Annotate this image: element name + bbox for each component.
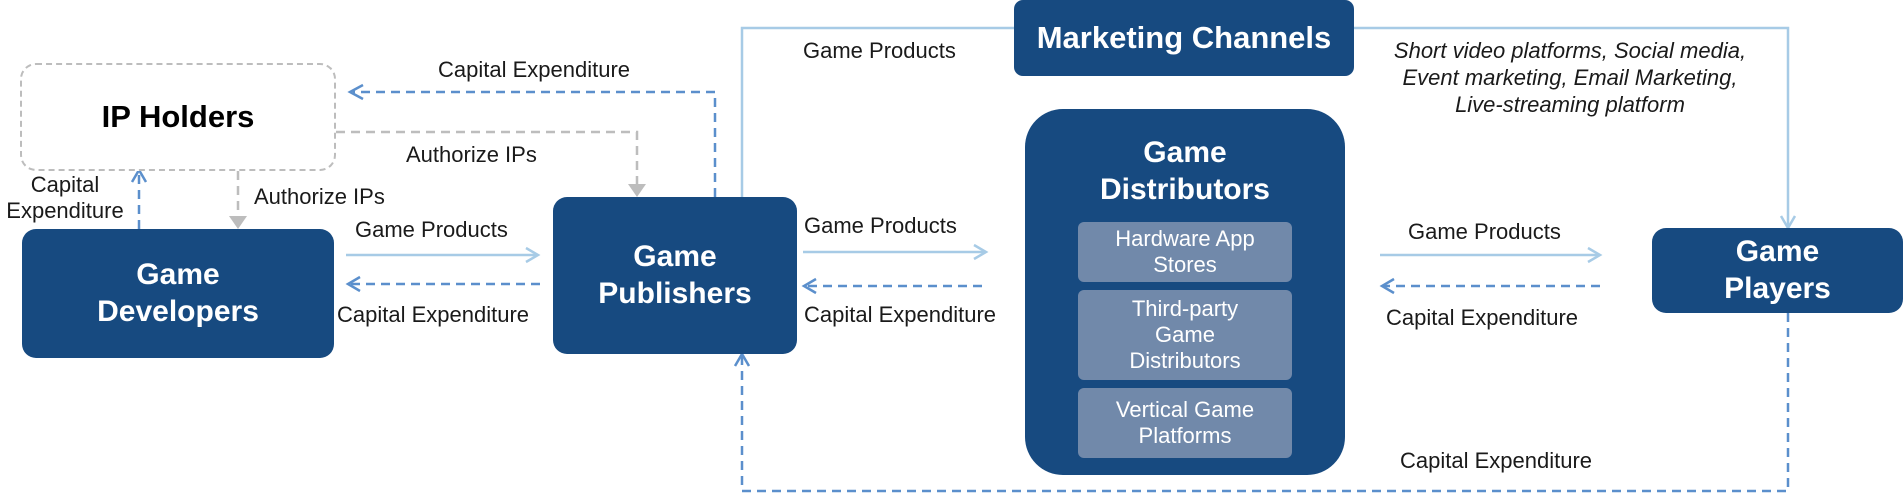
hardware-app-stores-box: Hardware App Stores: [1078, 222, 1292, 283]
game-publishers-label-line1: Game: [633, 239, 717, 273]
marketing-channel-examples-line2: Event marketing, Email Marketing,: [1402, 64, 1738, 90]
label-ip-to-developers-authorize: Authorize IPs: [254, 184, 385, 209]
distributor-types-list: Hardware App Stores Third-party Game Dis…: [1078, 222, 1292, 459]
game-distributors-title-line2: Distributors: [1099, 172, 1270, 206]
arrow-marketing-to-players: [1354, 26, 1790, 226]
arrow-publishers-to-ip-capex-head: [347, 83, 364, 101]
arrow-distributors-to-players-products-head: [1587, 246, 1603, 264]
arrow-publishers-to-ip-capex: [353, 90, 717, 197]
label-developers-to-ip-capex-line2: Expenditure: [6, 198, 124, 224]
arrow-ip-to-publishers-authorize: [336, 130, 639, 184]
game-developers-label-line1: Game: [136, 257, 220, 291]
ip-holders-label: IP Holders: [101, 99, 255, 135]
game-publishers-label-line2: Publishers: [598, 276, 752, 310]
vertical-game-platforms-line1: Vertical Game: [1115, 397, 1255, 423]
third-party-distributors-line2: Game: [1155, 322, 1215, 348]
game-distributors-title: Game Distributors: [1100, 135, 1270, 208]
label-players-to-publishers-capex: Capital Expenditure: [1400, 448, 1593, 473]
arrow-ip-to-developers-authorize-head: [229, 216, 247, 229]
vertical-game-platforms-box: Vertical Game Platforms: [1078, 388, 1292, 459]
game-distributors-title-line1: Game: [1143, 136, 1227, 169]
label-publishers-to-developers-capex: Capital Expenditure: [337, 302, 530, 327]
game-players-label-line2: Players: [1724, 271, 1831, 305]
marketing-channel-examples: Short video platforms, Social media, Eve…: [1350, 38, 1790, 118]
marketing-channels-box: Marketing Channels: [1014, 0, 1354, 76]
vertical-game-platforms-line2: Platforms: [1138, 423, 1232, 449]
third-party-distributors-line1: Third-party: [1131, 296, 1239, 322]
arrow-publishers-to-developers-capex-head: [345, 275, 361, 293]
hardware-app-stores-line1: Hardware App: [1115, 226, 1255, 252]
game-distributors-box: Game Distributors Hardware App Stores Th…: [1025, 109, 1345, 475]
label-publishers-to-ip-capex: Capital Expenditure: [438, 57, 631, 82]
marketing-channels-label: Marketing Channels: [1036, 20, 1332, 56]
label-publishers-to-distributors-products: Game Products: [804, 213, 957, 238]
game-players-label-line1: Game: [1735, 234, 1820, 268]
label-ip-to-publishers-authorize: Authorize IPs: [406, 142, 537, 167]
arrow-players-to-publishers-capex-head: [733, 351, 751, 367]
arrow-ip-to-publishers-authorize-head: [628, 184, 646, 197]
arrow-publishers-via-marketing-to-players: [740, 26, 1014, 197]
arrow-players-to-publishers-capex: [740, 313, 1790, 493]
label-players-to-distributors-capex: Capital Expenditure: [1386, 305, 1579, 330]
hardware-app-stores-line2: Stores: [1153, 252, 1217, 278]
label-distributors-to-publishers-capex: Capital Expenditure: [804, 302, 997, 327]
game-developers-label-line2: Developers: [97, 294, 259, 328]
label-developers-to-publishers-products: Game Products: [355, 217, 508, 242]
marketing-channel-examples-line3: Live-streaming platform: [1455, 91, 1685, 117]
label-publishers-to-marketing-products: Game Products: [803, 38, 956, 63]
label-distributors-to-players-products: Game Products: [1408, 219, 1561, 244]
game-publishers-box: Game Publishers: [553, 197, 797, 354]
arrow-publishers-to-distributors-products-head: [973, 243, 989, 261]
third-party-distributors-box: Third-party Game Distributors: [1078, 290, 1292, 381]
label-developers-to-ip-capex-line1: Capital: [30, 172, 100, 197]
marketing-channel-examples-line1: Short video platforms, Social media,: [1393, 38, 1747, 63]
arrow-players-to-distributors-capex-head: [1379, 277, 1395, 295]
ip-holders-box: IP Holders: [20, 63, 336, 171]
game-players-box: Game Players: [1652, 228, 1903, 313]
arrow-developers-to-publishers-products-head: [525, 246, 541, 264]
label-developers-to-ip-capex: Capital Expenditure: [0, 172, 130, 225]
third-party-distributors-line3: Distributors: [1129, 348, 1241, 374]
arrow-distributors-to-publishers-capex-head: [801, 277, 817, 295]
game-developers-box: Game Developers: [22, 229, 334, 358]
